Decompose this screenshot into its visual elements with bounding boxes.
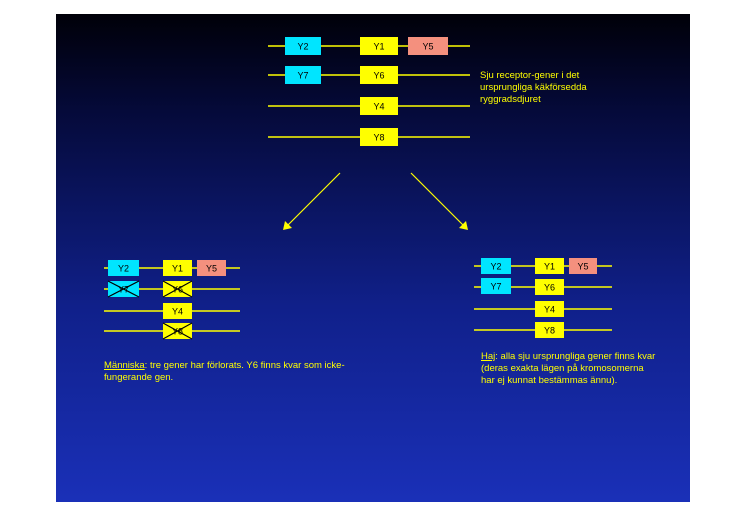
gene-label: Y4 (172, 307, 183, 317)
gene-box-y4: Y4 (360, 97, 398, 115)
arrow-right (410, 172, 465, 227)
gene-box-y5: Y5 (408, 37, 448, 55)
gene-box-y6: Y6 (360, 66, 398, 84)
human-caption-link[interactable]: Människa (104, 360, 145, 371)
gene-label: Y2 (297, 42, 308, 52)
gene-label: Y8 (373, 133, 384, 143)
gene-box-y8-lost: Y8 (162, 322, 193, 340)
gene-box-y6-lost: Y6 (162, 280, 193, 298)
gene-box-y1: Y1 (360, 37, 398, 55)
gene-label: Y6 (373, 71, 384, 81)
gene-box-y2: Y2 (285, 37, 321, 55)
gene-label: Y1 (373, 42, 384, 52)
gene-box-y8: Y8 (535, 322, 564, 338)
gene-label: Y2 (490, 262, 501, 272)
gene-label: Y8 (544, 326, 555, 336)
gene-label: Y6 (544, 283, 555, 293)
gene-label: Y5 (422, 42, 433, 52)
gene-box-y7-lost: Y7 (107, 280, 140, 298)
gene-box-y5: Y5 (197, 260, 226, 276)
gene-box-y1: Y1 (163, 260, 192, 276)
gene-box-y8: Y8 (360, 128, 398, 146)
ancestor-chromosomes: Y2 Y1 Y5 Y7 Y6 Y4 Y8 (268, 37, 470, 146)
gene-box-y4: Y4 (163, 303, 192, 319)
gene-box-y4: Y4 (535, 301, 564, 317)
gene-box-y2: Y2 (481, 258, 511, 274)
arrowhead-left (283, 221, 292, 230)
shark-caption-link[interactable]: Haj (481, 351, 496, 362)
human-caption: Människa: tre gener har förlorats. Y6 fi… (104, 360, 354, 384)
gene-label: Y7 (490, 282, 501, 292)
human-caption-text: : tre gener har förlorats. Y6 finns kvar… (104, 360, 345, 383)
gene-label: Y1 (544, 262, 555, 272)
gene-label: Y2 (118, 264, 129, 274)
gene-label: Y5 (577, 262, 588, 272)
gene-box-y7: Y7 (481, 278, 511, 294)
gene-box-y1: Y1 (535, 258, 564, 274)
gene-label: Y4 (373, 102, 384, 112)
ancestor-caption: Sju receptor-gener i det ursprungliga kä… (480, 70, 630, 106)
gene-label: Y1 (172, 264, 183, 274)
gene-label: Y5 (206, 264, 217, 274)
cross-mark (162, 280, 193, 298)
arrowhead-right (459, 221, 468, 230)
shark-caption-text: : alla sju ursprungliga gener finns kvar… (481, 351, 656, 386)
shark-caption: Haj: alla sju ursprungliga gener finns k… (481, 351, 656, 387)
gene-box-y2: Y2 (108, 260, 139, 276)
arrows (283, 172, 468, 230)
human-chromosomes: Y2 Y1 Y5 Y7 Y6 Y4 Y8 (104, 260, 240, 340)
gene-box-y6: Y6 (535, 279, 564, 295)
ancestor-caption-text: Sju receptor-gener i det ursprungliga kä… (480, 70, 587, 105)
gene-label: Y7 (297, 71, 308, 81)
gene-box-y7: Y7 (285, 66, 321, 84)
gene-label: Y4 (544, 305, 555, 315)
cross-mark (107, 280, 140, 298)
arrow-left (286, 172, 341, 227)
cross-mark (162, 322, 193, 340)
gene-box-y5: Y5 (569, 258, 597, 274)
shark-chromosomes: Y2 Y1 Y5 Y7 Y6 Y4 Y8 (474, 258, 612, 338)
